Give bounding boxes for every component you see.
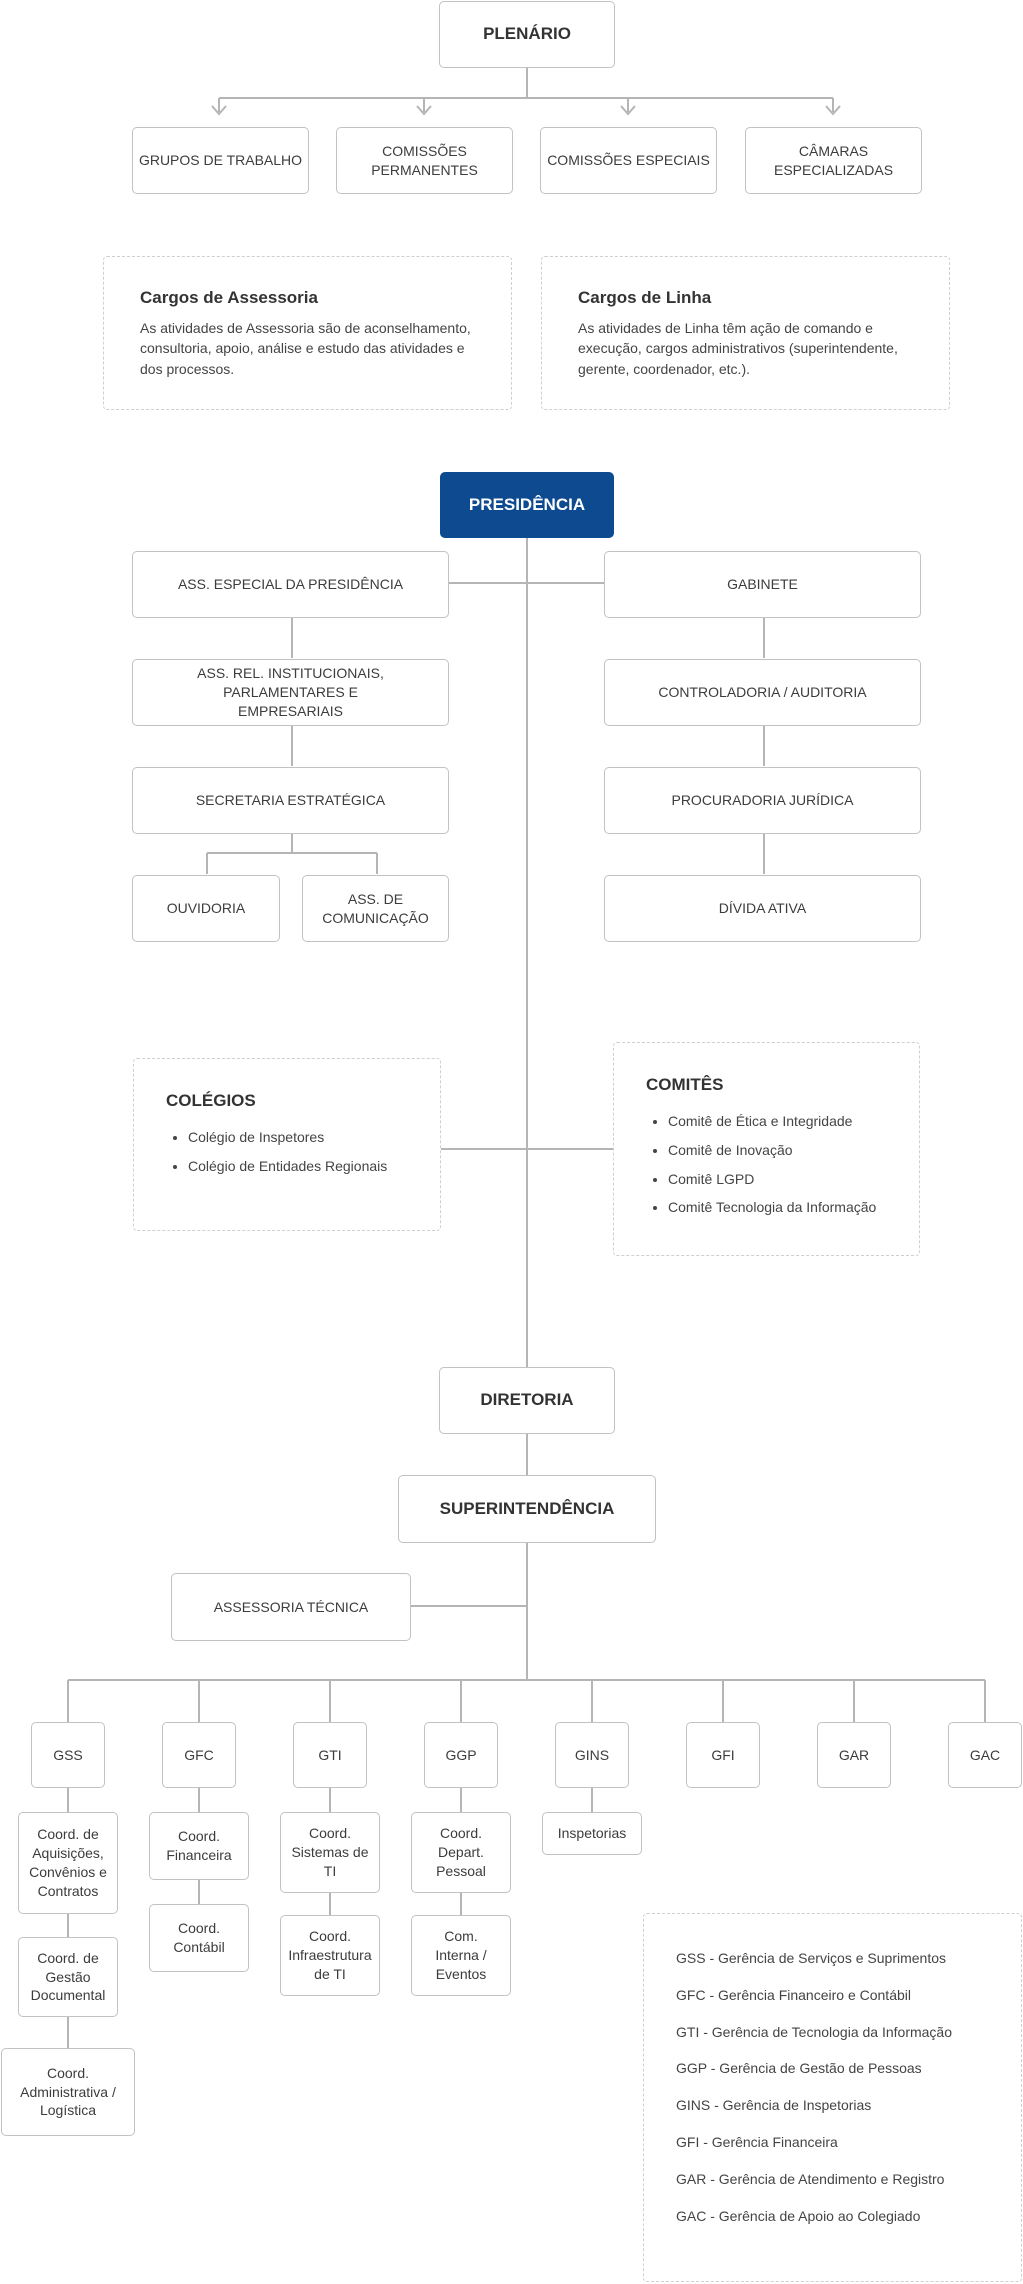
linha-info-box: Cargos de Linha As atividades de Linha t… [541, 256, 950, 410]
legend-item: GINS - Gerência de Inspetorias [676, 2097, 872, 2114]
ass-de-comunicacao-box: ASS. DE COMUNICAÇÃO [302, 875, 449, 942]
comissoes-permanentes-box: COMISSÕES PERMANENTES [336, 127, 513, 194]
coord-sistemas-ti-box: Coord. Sistemas de TI [280, 1812, 380, 1893]
linha-text: As atividades de Linha têm ação de coman… [578, 320, 898, 377]
procuradoria-juridica-box: PROCURADORIA JURÍDICA [604, 767, 921, 834]
gerencia-gss-box: GSS [31, 1722, 105, 1788]
comite-item: Comitê LGPD [668, 1171, 887, 1188]
diretoria-box: DIRETORIA [439, 1367, 615, 1434]
legend-item: GAC - Gerência de Apoio ao Colegiado [676, 2207, 921, 2224]
grupos-de-trabalho-box: GRUPOS DE TRABALHO [132, 127, 309, 194]
gerencia-gac-box: GAC [948, 1722, 1022, 1788]
inspetorias-box: Inspetorias [542, 1812, 642, 1855]
legend-item: GSS - Gerência de Serviços e Suprimentos [676, 1950, 947, 1966]
gerencias-legend: GSS - Gerência de Serviços e Suprimentos… [643, 1913, 1022, 2282]
gerencia-gar-box: GAR [817, 1722, 891, 1788]
plenario-box: PLENÁRIO [439, 1, 615, 68]
comites-title: COMITÊS [646, 1075, 724, 1094]
comite-item: Comitê de Ética e Integridade [668, 1113, 887, 1130]
colegios-box: COLÉGIOS Colégio de Inspetores Colégio d… [133, 1058, 441, 1231]
superintendencia-box: SUPERINTENDÊNCIA [398, 1475, 656, 1543]
legend-item: GFC - Gerência Financeiro e Contábil [676, 1986, 911, 2003]
gerencia-gfi-box: GFI [686, 1722, 760, 1788]
coord-financeira-box: Coord. Financeira [149, 1812, 249, 1880]
colegio-item: Colégio de Inspetores [188, 1129, 408, 1146]
legend-item: GFI - Gerência Financeira [676, 2133, 838, 2150]
comite-item: Comitê Tecnologia da Informação [668, 1199, 887, 1216]
camaras-especializadas-box: CÂMARAS ESPECIALIZADAS [745, 127, 922, 194]
gerencia-gins-box: GINS [555, 1722, 629, 1788]
ouvidoria-box: OUVIDORIA [132, 875, 280, 942]
coord-contabil-box: Coord. Contábil [149, 1904, 249, 1972]
linha-title: Cargos de Linha [578, 288, 712, 307]
legend-item: GGP - Gerência de Gestão de Pessoas [676, 2060, 922, 2077]
gerencia-gti-box: GTI [293, 1722, 367, 1788]
comites-box: COMITÊS Comitê de Ética e Integridade Co… [613, 1042, 920, 1256]
divida-ativa-box: DÍVIDA ATIVA [604, 875, 921, 942]
gerencia-gfc-box: GFC [162, 1722, 236, 1788]
coord-administrativa-box: Coord. Administrativa / Logística [1, 2048, 135, 2136]
secretaria-estrategica-box: SECRETARIA ESTRATÉGICA [132, 767, 449, 834]
com-interna-eventos-box: Com. Interna / Eventos [411, 1915, 511, 1996]
assessoria-info-box: Cargos de Assessoria As atividades de As… [103, 256, 512, 410]
coord-gestao-documental-box: Coord. de Gestão Documental [18, 1937, 118, 2017]
gabinete-box: GABINETE [604, 551, 921, 618]
coord-depart-pessoal-box: Coord. Depart. Pessoal [411, 1812, 511, 1893]
assessoria-tecnica-box: ASSESSORIA TÉCNICA [171, 1573, 411, 1641]
comite-item: Comitê de Inovação [668, 1142, 887, 1159]
coord-aquisicoes-box: Coord. de Aquisições, Convênios e Contra… [18, 1812, 118, 1914]
ass-especial-presidencia-box: ASS. ESPECIAL DA PRESIDÊNCIA [132, 551, 449, 618]
assessoria-text: As atividades de Assessoria são de acons… [140, 320, 471, 377]
coord-infraestrutura-ti-box: Coord. Infraestrutura de TI [280, 1915, 380, 1996]
controladoria-auditoria-box: CONTROLADORIA / AUDITORIA [604, 659, 921, 726]
ass-rel-institucionais-box: ASS. REL. INSTITUCIONAIS, PARLAMENTARES … [132, 659, 449, 726]
colegio-item: Colégio de Entidades Regionais [188, 1158, 408, 1175]
colegios-title: COLÉGIOS [166, 1091, 256, 1110]
gerencia-ggp-box: GGP [424, 1722, 498, 1788]
assessoria-title: Cargos de Assessoria [140, 288, 318, 307]
presidencia-box: PRESIDÊNCIA [440, 472, 614, 538]
legend-item: GTI - Gerência de Tecnologia da Informaç… [676, 2023, 953, 2040]
legend-item: GAR - Gerência de Atendimento e Registro [676, 2170, 945, 2187]
comissoes-especiais-box: COMISSÕES ESPECIAIS [540, 127, 717, 194]
